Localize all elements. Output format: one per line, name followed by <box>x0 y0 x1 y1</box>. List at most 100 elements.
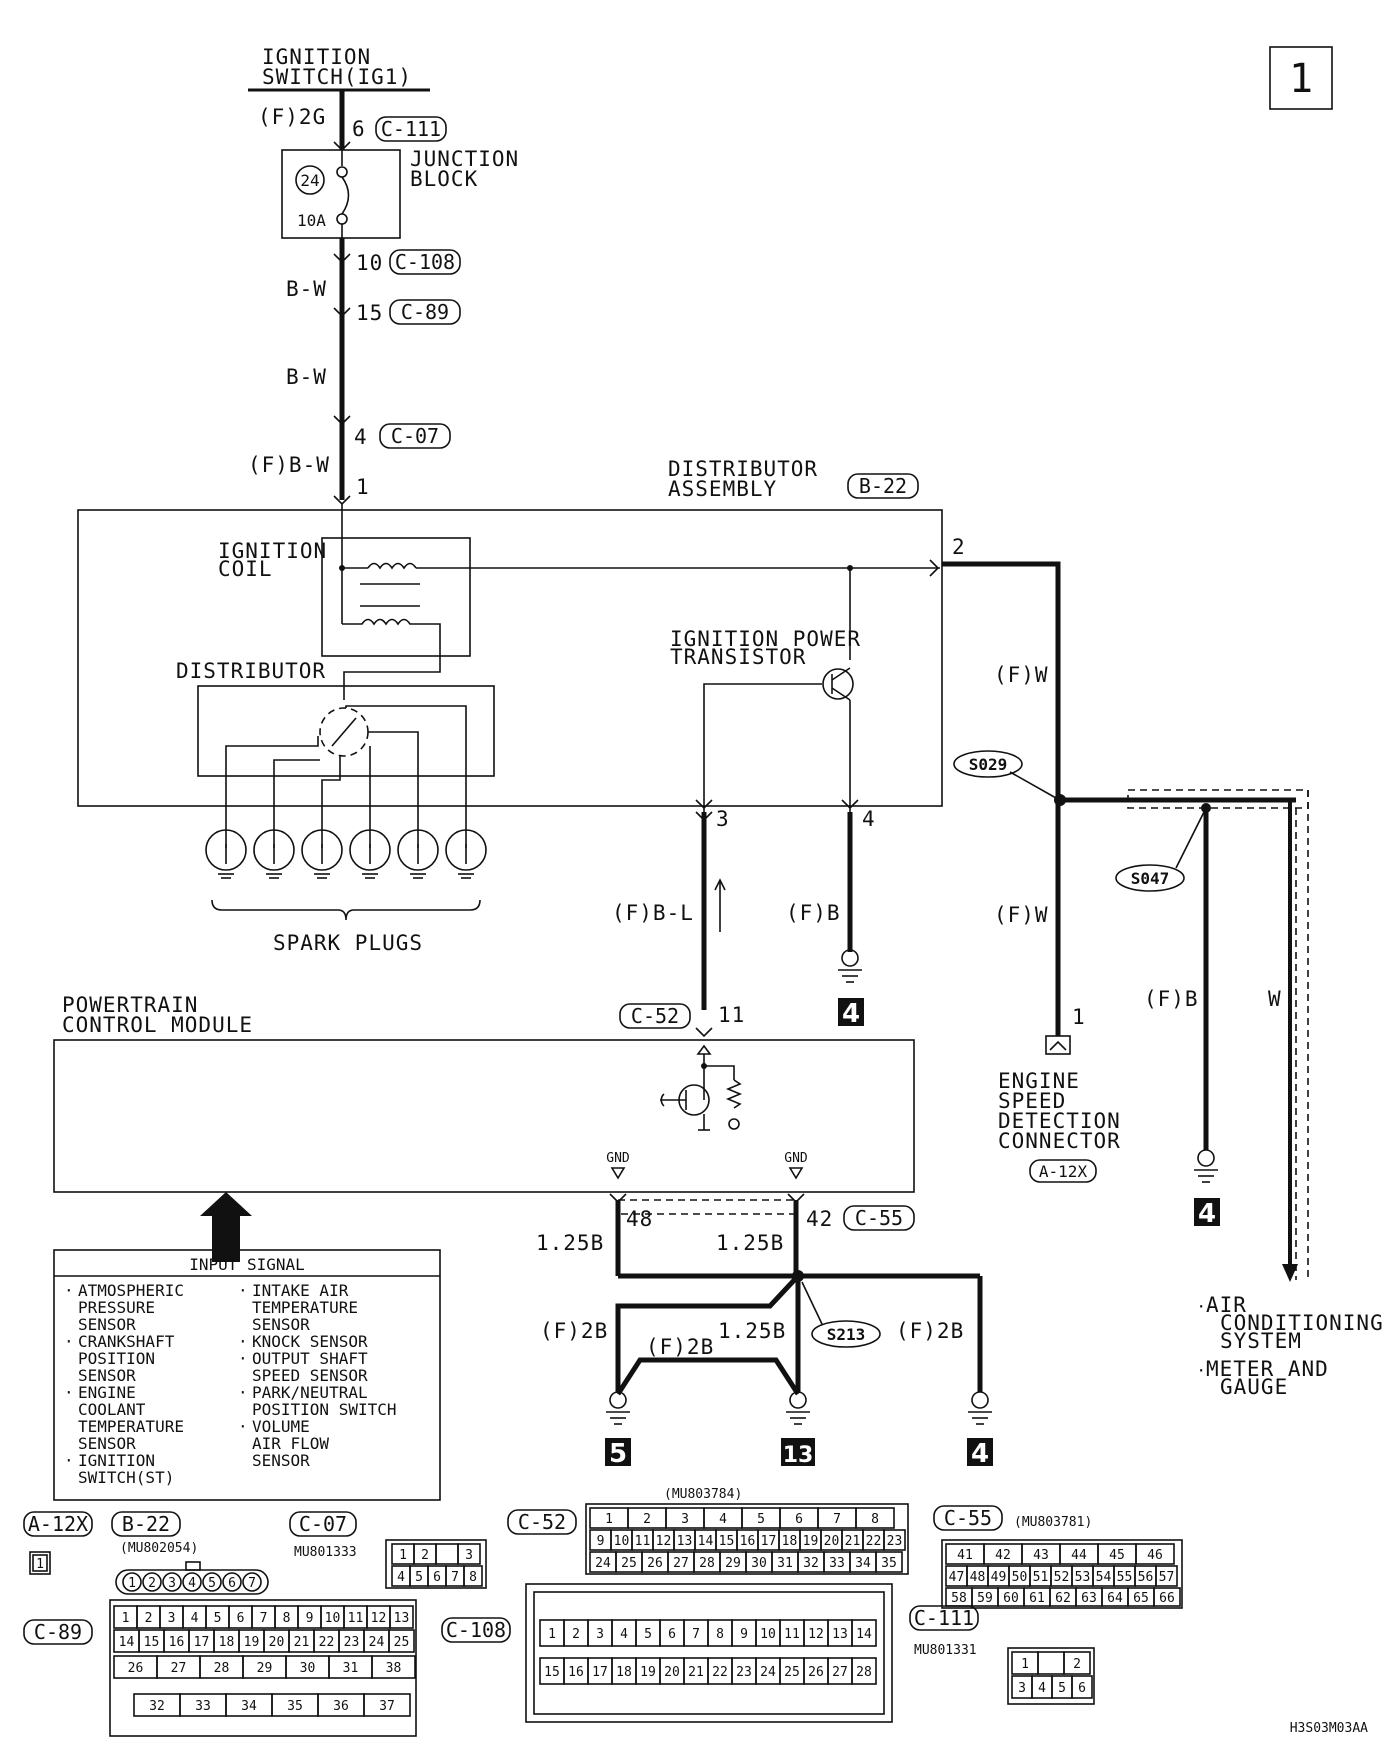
connector-pin-label: 49 <box>991 1570 1007 1585</box>
wire-label-w: W <box>1268 987 1282 1011</box>
splice-s213-text: S213 <box>827 1325 866 1344</box>
spark-plug-icon <box>349 829 391 879</box>
wire-label-f2g: (F)2G <box>258 105 326 129</box>
connector-pin-label: 8 <box>469 1570 477 1585</box>
bullet: · <box>64 1383 74 1402</box>
wire-label-fbw: (F)B-W <box>248 453 330 477</box>
connector-pin-label: 24 <box>369 1635 385 1650</box>
connector-pin-label: 26 <box>128 1661 144 1676</box>
connector-pin-cell <box>202 1572 222 1592</box>
ignition-coil-box <box>321 537 471 657</box>
connector-pin-label: 26 <box>808 1665 824 1680</box>
pin-42: 42 <box>806 1207 833 1231</box>
connector-pin-label: 37 <box>379 1699 395 1714</box>
connector-pin-label: 27 <box>832 1665 848 1680</box>
connector-pin-cell <box>1037 1651 1065 1675</box>
ignition-switch-label-2: SWITCH(IG1) <box>262 65 412 89</box>
connector-pin-label: 31 <box>777 1556 793 1571</box>
wire-label-fb-2: (F)B <box>1144 987 1199 1011</box>
connector-pin-label: 16 <box>169 1635 185 1650</box>
fuse-rating: 10A <box>297 211 326 230</box>
wire-label-fw-1: (F)W <box>994 663 1049 687</box>
input-signal-item: VOLUME <box>252 1417 310 1436</box>
connector-pin-label: 18 <box>616 1665 632 1680</box>
splice-s047-text: S047 <box>1131 869 1170 888</box>
connector-pin-label: 33 <box>829 1556 845 1571</box>
coil-secondary <box>342 618 441 700</box>
connector-pin-label: 36 <box>333 1699 349 1714</box>
connector-pin-label: 5 <box>1058 1681 1066 1696</box>
connector-pin-label: 14 <box>119 1635 135 1650</box>
connector-pin-label: 42 <box>995 1548 1011 1563</box>
svg-text:C-108: C-108 <box>446 1618 506 1642</box>
shield-top <box>1127 789 1309 809</box>
svg-text:B-22: B-22 <box>122 1512 170 1536</box>
ground-ref-4c: 4 <box>1194 1198 1220 1229</box>
connector-pin-label: 52 <box>1054 1570 1070 1585</box>
connector-pin-label: 30 <box>751 1556 767 1571</box>
connector-pin-label: 35 <box>287 1699 303 1714</box>
pin-15: 15 <box>356 301 383 325</box>
connector-pin-label: 13 <box>394 1611 410 1626</box>
connector-pin-label: 7 <box>248 1576 256 1591</box>
connector-pin-cell <box>883 1529 906 1551</box>
input-signal-box <box>53 1249 441 1501</box>
pcm-gnd-1: GND <box>606 1151 630 1166</box>
connector-pin-label: 2 <box>145 1611 153 1626</box>
junction-block-label-1: JUNCTION <box>410 147 519 171</box>
connector-pin-label: 1 <box>399 1548 407 1563</box>
connector-pin-label: 45 <box>1109 1548 1125 1563</box>
fuse-number: 24 <box>300 171 319 190</box>
connector-pin-label: 4 <box>191 1611 199 1626</box>
connector-pin-label: 50 <box>1012 1570 1028 1585</box>
connector-pin-label: 29 <box>257 1661 273 1676</box>
bullet: · <box>238 1281 248 1300</box>
connector-pin-label: 3 <box>465 1548 473 1563</box>
connector-pin-label: 28 <box>214 1661 230 1676</box>
dest-ac-1: AIR <box>1206 1293 1247 1317</box>
splice-s029 <box>953 750 1023 778</box>
connector-pin-label: 60 <box>1003 1591 1019 1606</box>
connector-pin-label: 2 <box>148 1576 156 1591</box>
input-signal-item: SENSOR <box>252 1315 310 1334</box>
ground-icon <box>606 1391 630 1425</box>
connector-pin-label: 4 <box>188 1576 196 1591</box>
pcm-label-2: CONTROL MODULE <box>62 1013 253 1037</box>
input-signal-item: SENSOR <box>252 1451 310 1470</box>
connector-pin-label: 25 <box>784 1665 800 1680</box>
connector-pin-label: 35 <box>881 1556 897 1571</box>
connector-pin-label: 12 <box>656 1534 672 1549</box>
connector-pin-label: 61 <box>1029 1591 1045 1606</box>
distributor-assembly-label-1: DISTRIBUTOR <box>668 457 818 481</box>
svg-text:4: 4 <box>842 999 860 1029</box>
connector-pin-label: 5 <box>214 1611 222 1626</box>
wire-label-bw-1: B-W <box>286 277 327 301</box>
engine-speed-label-3: DETECTION <box>998 1109 1121 1133</box>
input-signal-item: OUTPUT SHAFT <box>252 1349 368 1368</box>
ignition-switch-label-1: IGNITION <box>262 45 371 69</box>
connector-pin-label: 17 <box>761 1534 777 1549</box>
connector-pin-label: 7 <box>260 1611 268 1626</box>
connector-pin-label: 44 <box>1071 1548 1087 1563</box>
svg-text:1: 1 <box>1289 56 1313 102</box>
connector-pin-label: 3 <box>596 1627 604 1642</box>
input-signal-item: POSITION SWITCH <box>252 1400 397 1419</box>
input-signal-item: AIR FLOW <box>252 1434 329 1453</box>
connector-pin-label: 4 <box>620 1627 628 1642</box>
connector-pin-cell <box>388 1629 415 1653</box>
pin-6: 6 <box>352 117 366 141</box>
spark-plugs-brace <box>211 899 481 921</box>
connector-pin-label: 7 <box>451 1570 459 1585</box>
connector-pin-cell <box>222 1572 242 1592</box>
wire-label-125b-2: 1.25B <box>716 1231 784 1255</box>
spark-plug-icon <box>397 829 439 879</box>
connector-pin-label: 6 <box>228 1576 236 1591</box>
connector-pin-label: 21 <box>688 1665 704 1680</box>
splice-s029-text: S029 <box>969 755 1008 774</box>
bullet: · <box>238 1383 248 1402</box>
connector-pin-label: 1 <box>122 1611 130 1626</box>
connector-pin-label: 14 <box>698 1534 714 1549</box>
